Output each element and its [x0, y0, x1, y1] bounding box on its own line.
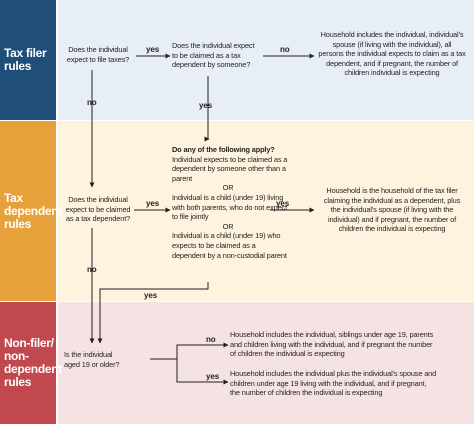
text-line: Does the individual [68, 45, 128, 54]
text-line: children under age 19 living with the in… [230, 378, 427, 388]
condition-or-2: OR [222, 221, 234, 231]
edge-label-conditions-yes: yes [276, 199, 290, 208]
question-claimed-as-dependent: Does the individual expect to be claimed… [172, 41, 264, 70]
edge-label-conditions-no: yes [144, 291, 158, 300]
non-filer-tab-line-2: non- [4, 349, 29, 363]
edge-label-filer-no: no [87, 98, 97, 107]
result-under-19-household: Household includes the individual, sibli… [230, 330, 474, 359]
conditions-heading: Do any of the following apply? [172, 145, 275, 154]
question-expect-file-taxes: Does the individual expect to file taxes… [60, 45, 136, 64]
text-line: the number of children the individual is… [230, 388, 383, 398]
result-tax-dependent-household: Household is the household of the tax fi… [314, 186, 470, 234]
tax-dependent-tab-line-1: Tax [4, 190, 23, 205]
condition-3-line-2: expects to be claimed as a [172, 240, 256, 250]
result-19-plus-household: Household includes the individual plus t… [230, 369, 474, 398]
tax-filer-band [58, 0, 474, 120]
condition-1-line-2: dependent by someone other than a [172, 164, 286, 174]
question-expect-claimed-dependent: Does the individual expect to be claimed… [60, 195, 136, 224]
result-tax-filer-household: Household includes the individual, indiv… [314, 30, 470, 78]
edge-label-filer-yes: yes [146, 45, 160, 54]
tax-filer-tab: Tax filer rules [0, 0, 56, 120]
non-filer-tab-line-4: rules [4, 375, 32, 389]
non-filer-tab-line-3: dependent [4, 362, 62, 376]
text-line: children the individual is expecting [338, 224, 446, 234]
condition-2-line-1: Individual is a child (under 19) living [172, 192, 284, 202]
text-line: Household is the household of the tax fi… [326, 186, 458, 195]
text-line: the individual’s spouse (if living with … [330, 205, 454, 215]
text-line: of children the individual is expecting [230, 349, 345, 359]
text-line: claiming the individual as a dependent, … [323, 195, 461, 205]
tax-dependent-tab: Tax dependent rules [0, 121, 62, 301]
text-line: aged 19 or older? [64, 359, 120, 369]
condition-2-line-2: with both parents, who do not expect [172, 202, 287, 212]
tax-dependent-tab-line-2: dependent [4, 203, 62, 218]
condition-2-line-3: to file jointly [172, 212, 209, 222]
non-filer-tab-line-1: Non-filer/ [4, 336, 54, 350]
tax-dependent-band [58, 121, 474, 301]
arrow-conditions-no [97, 282, 209, 344]
text-line: dependent, and if pregnant, the number o… [326, 58, 458, 68]
edge-label-dependent-yes: yes [146, 199, 160, 208]
arrow-age-yes [176, 359, 229, 385]
arrow-claimed-yes [204, 76, 210, 142]
text-line: Does the individual expect [172, 41, 255, 50]
text-line: Household includes the individual, indiv… [320, 30, 464, 39]
edge-label-dependent-no: no [87, 265, 97, 274]
text-line: expect to be claimed [65, 204, 131, 214]
non-filer-tab: Non-filer/ non- dependent rules [0, 302, 62, 424]
tax-filer-tab-line-2: rules [4, 59, 32, 73]
arrow-age-no [176, 342, 229, 359]
edge-label-claimed-no: no [280, 45, 290, 54]
condition-3-line-1: Individual is a child (under 19) who [172, 231, 281, 241]
text-line: individual) and if pregnant, the number … [327, 214, 457, 224]
text-line: persons the individual expects to claim … [318, 49, 466, 59]
text-line: expect to file taxes? [66, 54, 130, 64]
text-line: children individual is expecting [344, 68, 440, 78]
edge-label-age-no: no [206, 335, 216, 344]
text-line: dependent by someone? [172, 60, 251, 70]
condition-1-line-1: Individual expects to be claimed as a [172, 154, 288, 164]
edge-label-claimed-yes: yes [199, 101, 213, 110]
non-filer-band [58, 302, 474, 424]
text-line: Household includes the individual plus t… [230, 369, 437, 378]
question-age-19-or-older: Is the individual aged 19 or older? [64, 350, 150, 369]
text-line: Is the individual [64, 350, 113, 359]
tax-dependent-tab-line-3: rules [4, 216, 32, 231]
conditions-block: Do any of the following apply? Individua… [172, 145, 312, 260]
condition-or-1: OR [222, 183, 234, 193]
text-line: Household includes the individual, sibli… [230, 330, 434, 339]
text-line: spouse (if living with the individual), … [332, 39, 452, 49]
tax-filer-tab-line-1: Tax filer [4, 46, 47, 60]
condition-3-line-3: dependent by a non-custodial parent [172, 250, 287, 260]
text-line: and children living with the individual,… [230, 339, 433, 349]
text-line: Does the individual [68, 195, 128, 204]
edge-label-age-yes: yes [206, 372, 220, 381]
condition-1-line-3: parent [172, 173, 193, 183]
text-line: to be claimed as a tax [172, 50, 241, 60]
text-line: as a tax dependent? [65, 214, 131, 224]
